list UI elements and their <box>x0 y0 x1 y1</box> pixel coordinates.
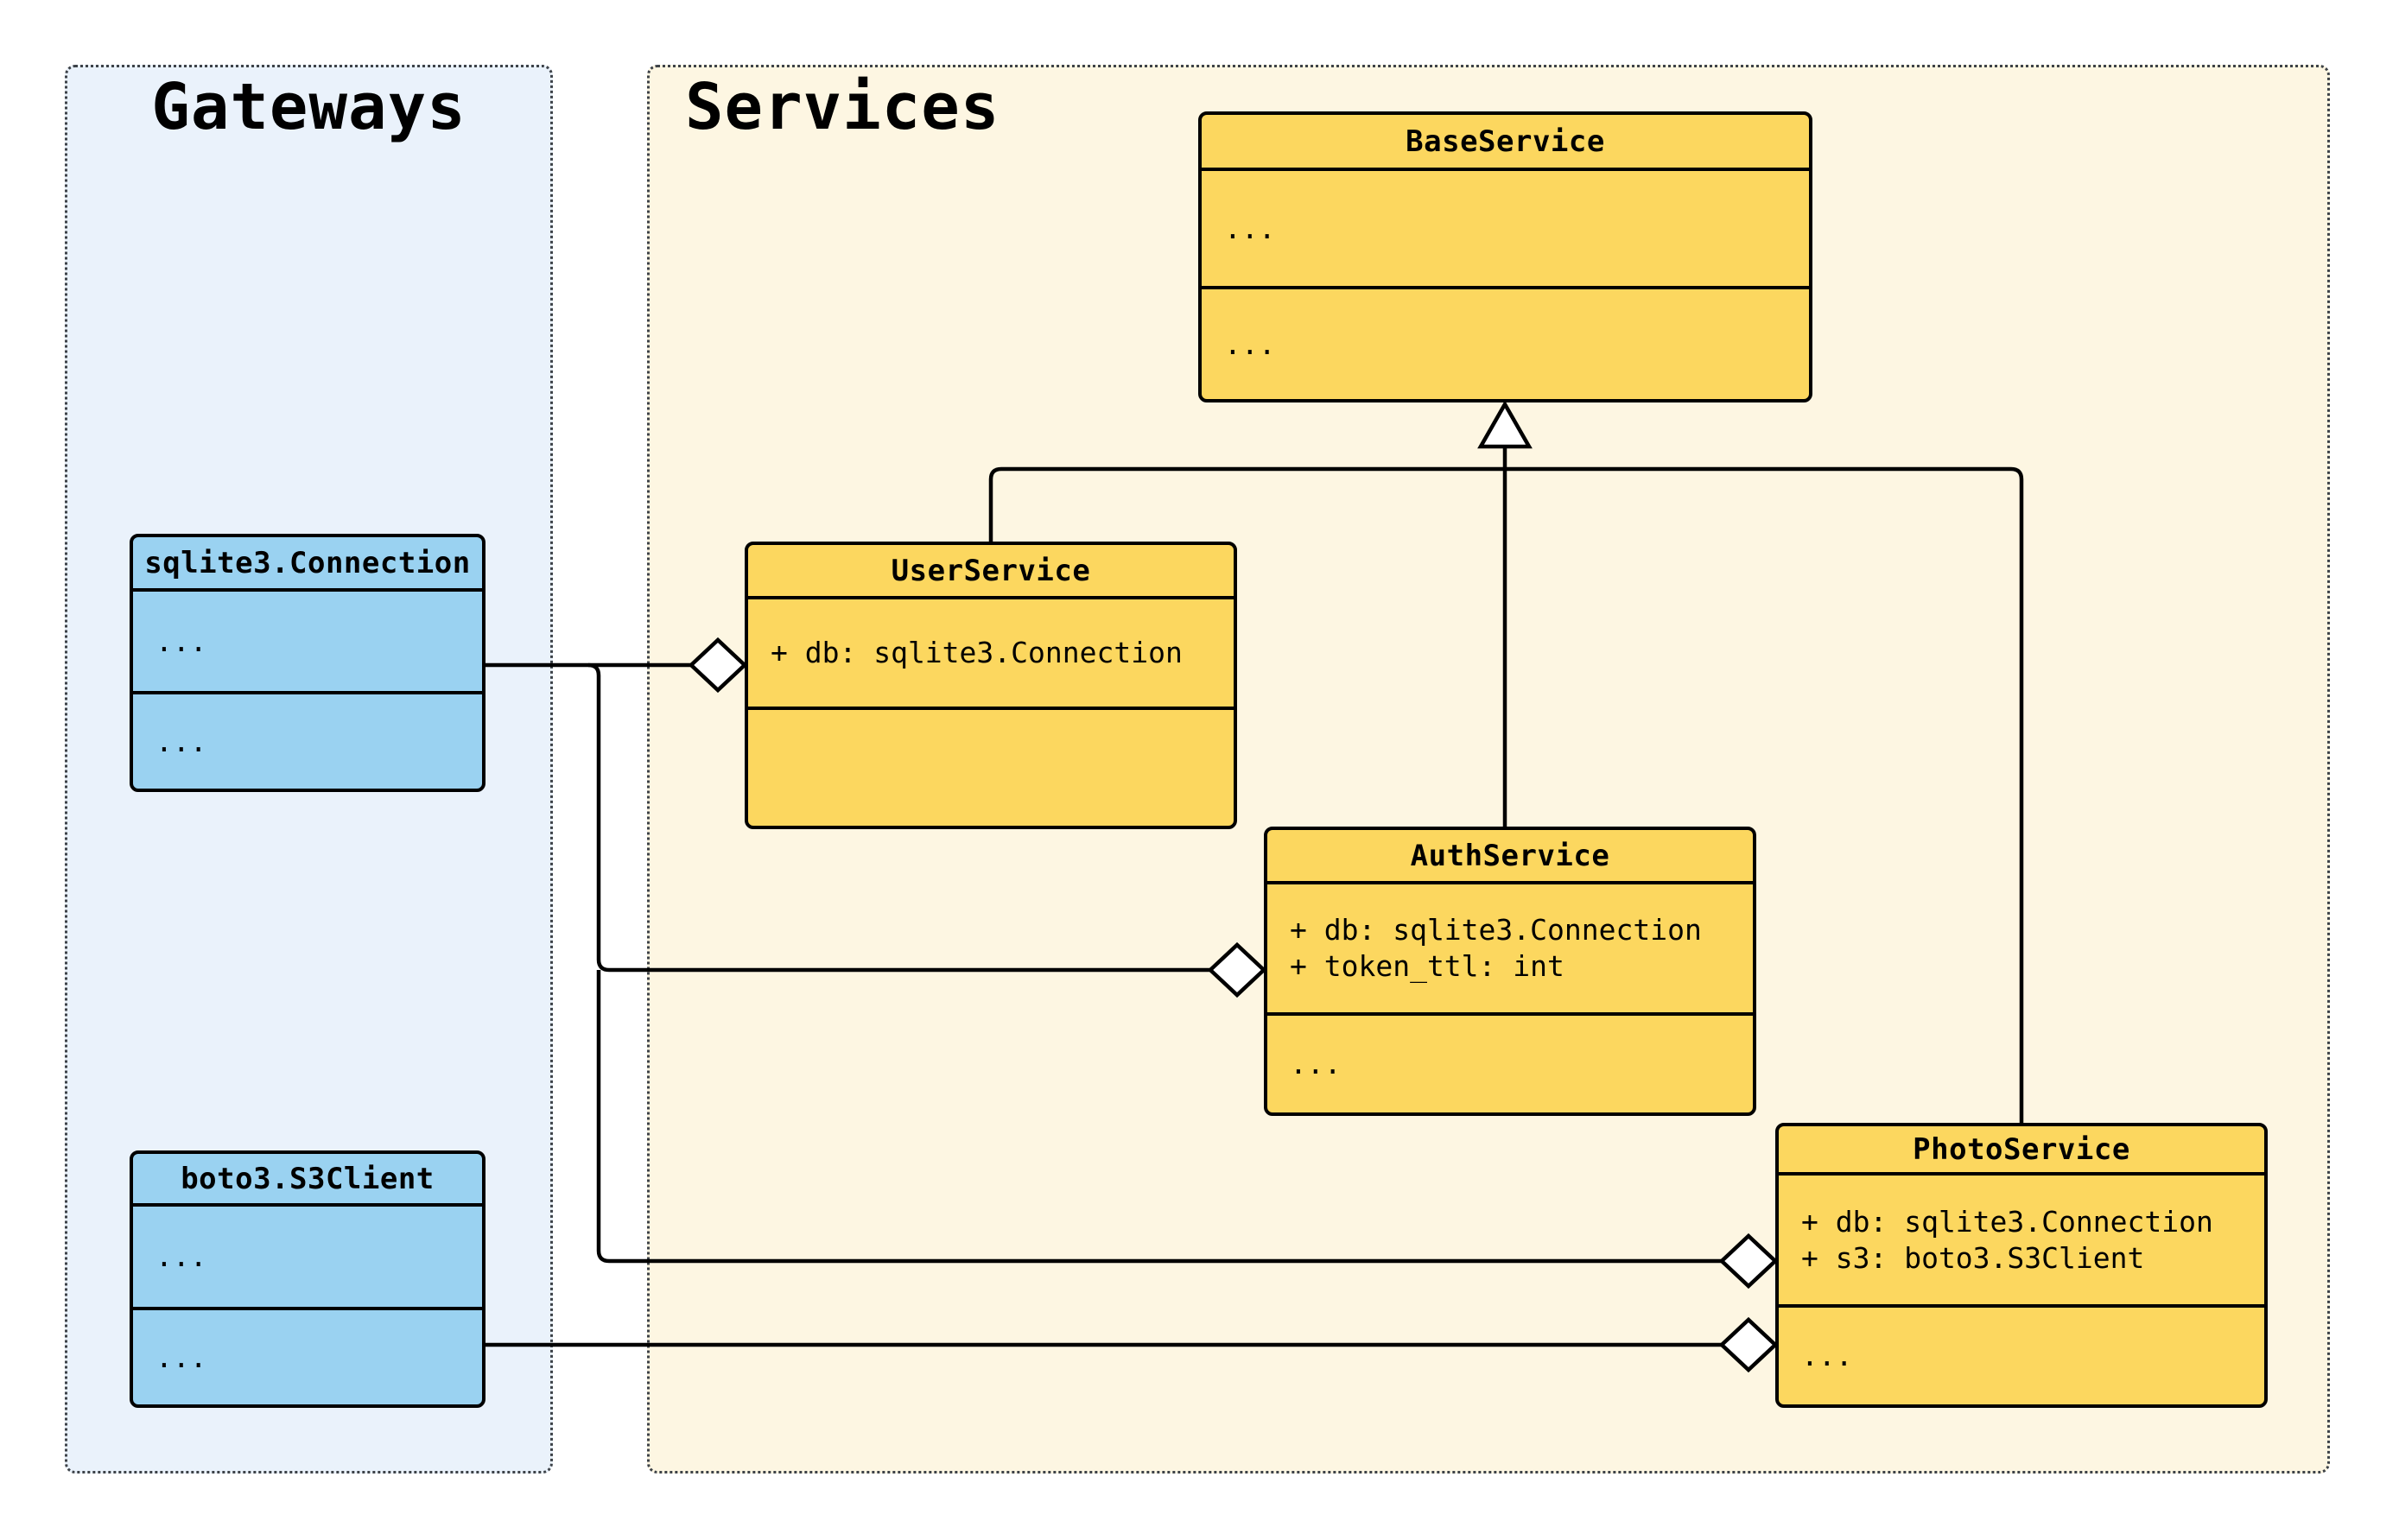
class-baseservice-attributes: ... <box>1202 168 1809 286</box>
class-boto3-s3client-attributes: ... <box>133 1203 482 1307</box>
gateways-panel-title: Gateways <box>151 70 466 144</box>
class-authservice-methods: ... <box>1267 1012 1753 1112</box>
services-panel-title: Services <box>685 70 1000 144</box>
class-authservice-attributes: + db: sqlite3.Connection + token_ttl: in… <box>1267 881 1753 1012</box>
class-boto3-s3client: boto3.S3Client ... ... <box>130 1150 486 1408</box>
class-baseservice-title: BaseService <box>1406 124 1605 159</box>
class-photoservice-title: PhotoService <box>1913 1131 2130 1167</box>
class-userservice-methods <box>748 707 1234 826</box>
class-userservice: UserService + db: sqlite3.Connection <box>745 542 1237 829</box>
class-photoservice-attributes: + db: sqlite3.Connection + s3: boto3.S3C… <box>1779 1172 2264 1304</box>
class-authservice-title: AuthService <box>1410 838 1610 873</box>
class-baseservice: BaseService ... ... <box>1198 111 1812 402</box>
class-userservice-attributes: + db: sqlite3.Connection <box>748 596 1234 707</box>
class-authservice: AuthService + db: sqlite3.Connection + t… <box>1264 827 1756 1116</box>
class-baseservice-methods: ... <box>1202 286 1809 399</box>
class-sqlite3-connection-methods: ... <box>133 691 482 789</box>
class-sqlite3-connection-title: sqlite3.Connection <box>144 545 471 580</box>
class-sqlite3-connection-attributes: ... <box>133 588 482 691</box>
class-boto3-s3client-methods: ... <box>133 1307 482 1404</box>
class-photoservice: PhotoService + db: sqlite3.Connection + … <box>1775 1123 2268 1408</box>
class-userservice-title: UserService <box>891 553 1091 588</box>
class-sqlite3-connection: sqlite3.Connection ... ... <box>130 534 486 792</box>
class-boto3-s3client-title: boto3.S3Client <box>181 1161 435 1196</box>
class-photoservice-methods: ... <box>1779 1304 2264 1404</box>
